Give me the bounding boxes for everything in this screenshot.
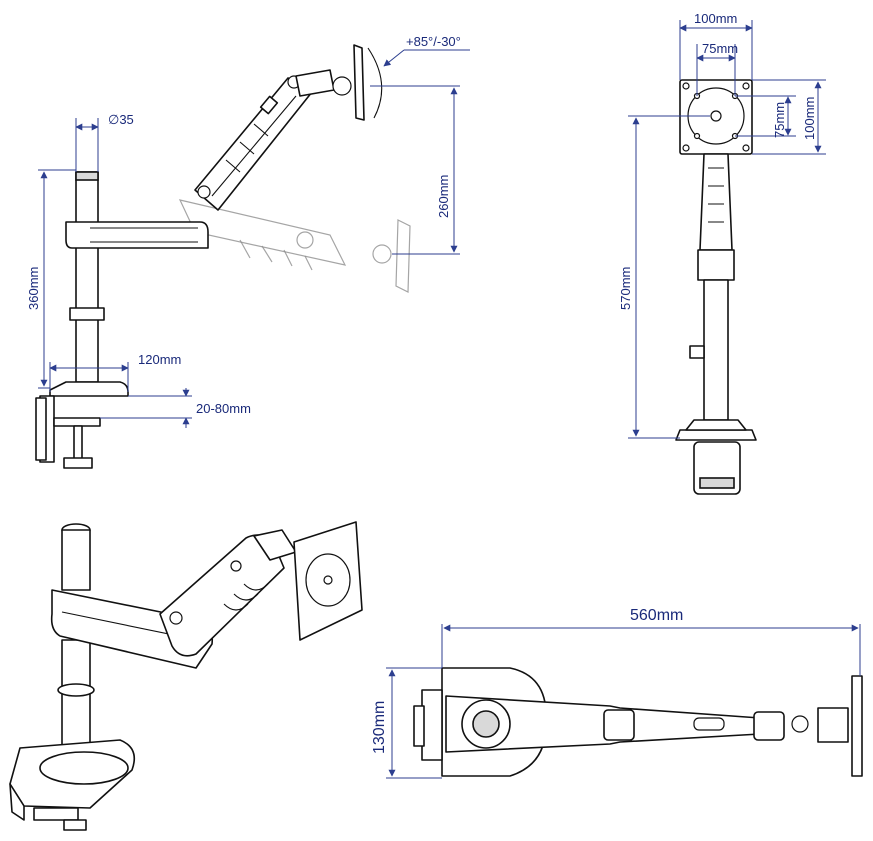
horizontal-arm — [65, 221, 209, 249]
iso-pole-top — [61, 529, 91, 591]
pole-front — [703, 279, 729, 421]
vesa-inner-width-label: 75mm — [702, 41, 738, 56]
depth-label: 130mm — [371, 701, 388, 754]
pole-collar — [69, 307, 105, 321]
dim-desk-thickness: 20-80mm — [100, 388, 251, 428]
base-depth-label: 120mm — [138, 352, 181, 367]
iso-clamp-knob — [63, 819, 87, 831]
isometric-view — [9, 521, 363, 831]
ghost-lowered-arm — [178, 199, 411, 293]
desk-thickness-label: 20-80mm — [196, 401, 251, 416]
reach-label: 560mm — [630, 607, 683, 624]
dim-tilt: +85°/-30° — [383, 34, 470, 67]
dim-pole-diameter: ∅35 — [75, 112, 134, 172]
front-view: 100mm 75mm 75mm 100mm 570mm — [618, 11, 826, 495]
dim-reach: 560mm — [441, 607, 861, 676]
vesa-outer-width-label: 100mm — [694, 11, 737, 26]
top-view: 560mm 130mm — [371, 607, 863, 779]
dim-base-depth: 120mm — [49, 352, 181, 392]
vesa-inner-height-label: 75mm — [772, 102, 787, 138]
lift-range-label: 260mm — [436, 175, 451, 218]
pole-diameter-label: ∅35 — [108, 112, 134, 127]
dim-vesa-inner-width: 75mm — [696, 41, 738, 96]
pole — [75, 171, 99, 383]
top-vesa-plate — [851, 675, 863, 777]
dim-vesa-inner-height: 75mm — [735, 95, 796, 138]
dim-lift-range: 260mm — [370, 85, 460, 255]
dim-pole-height: 360mm — [26, 169, 76, 389]
vesa-plate-side — [353, 44, 365, 121]
side-view: ∅35 360mm 120mm 20-80mm — [26, 34, 470, 469]
base-front — [675, 429, 757, 441]
dim-depth: 130mm — [371, 667, 442, 779]
dim-max-height: 570mm — [618, 115, 710, 439]
dim-vesa-outer-height: 100mm — [752, 79, 826, 155]
max-height-label: 570mm — [618, 267, 633, 310]
dim-vesa-outer-width: 100mm — [679, 11, 753, 80]
clamp-knob — [63, 457, 93, 469]
top-clamp — [421, 689, 443, 761]
vesa-outer-height-label: 100mm — [802, 97, 817, 140]
tilt-range-label: +85°/-30° — [406, 34, 461, 49]
pole-height-label: 360mm — [26, 267, 41, 310]
base-plate — [49, 381, 129, 397]
